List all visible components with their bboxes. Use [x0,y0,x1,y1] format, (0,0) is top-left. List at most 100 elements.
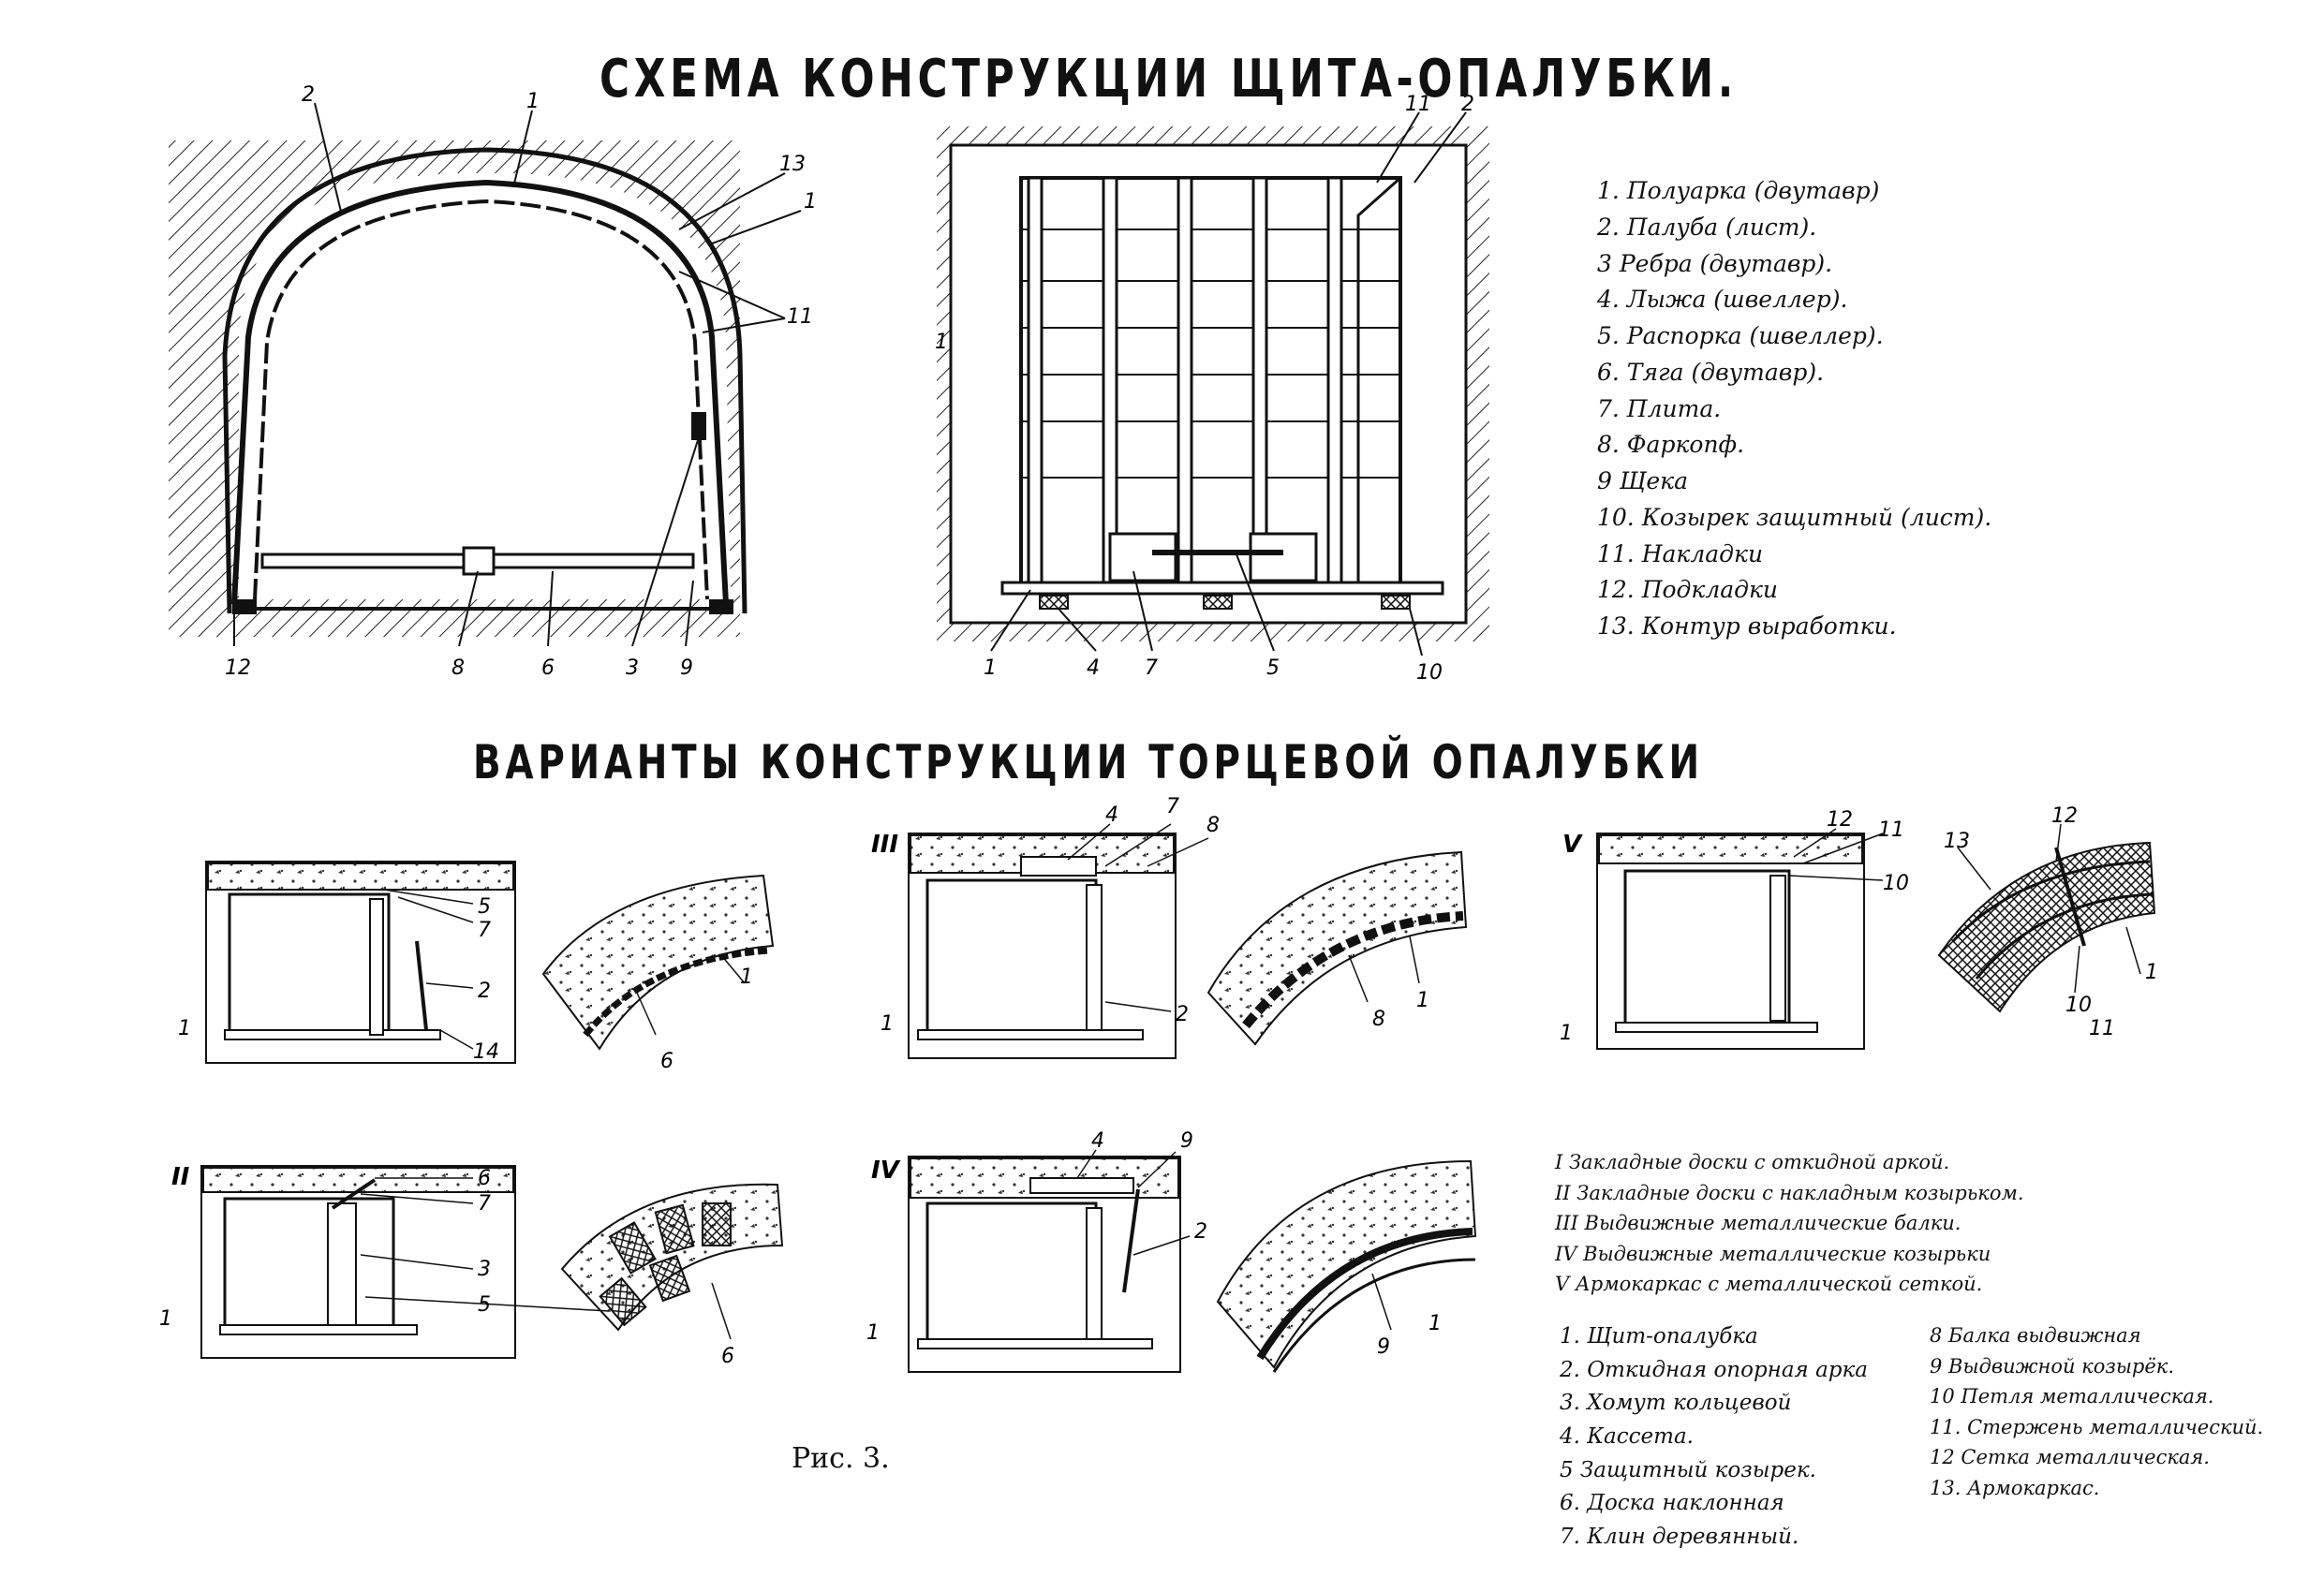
v2-numeral: II [171,1163,190,1191]
label-arch-1: 1 [526,90,540,113]
v3-label-1: 1 [881,1012,894,1036]
legend-part-item: 6. Доска наклонная [1560,1491,1784,1516]
excavation-contour [222,147,748,614]
legend-top-item: 5. Распорка (швеллер). [1597,322,1884,349]
label-panel-11: 11 [1405,93,1431,116]
legend-part-item: 5 Защитный козырек. [1560,1457,1816,1482]
legend-part-item: 10 Петля металлическая. [1930,1385,2214,1408]
v3-label-7: 7 [1166,795,1179,818]
panel-semi-arches [1027,176,1343,592]
v5-label-12: 12 [1827,808,1853,832]
v5-label-1b: 1 [2145,961,2158,984]
variant-5: V 12 11 10 1 12 13 1 10 11 [1560,804,2158,1050]
legend-part-item: 7. Клин деревянный. [1560,1524,1799,1549]
label-arch-2: 2 [302,83,315,107]
v1-arc [541,874,775,1051]
protective-visor [1356,176,1401,590]
rock-hatch-arch [169,140,740,637]
cheek-plate [691,412,706,440]
panel-leaders [990,111,1467,656]
legend-part-item: 2. Откидная опорная арка [1560,1357,1868,1382]
legend-part-item: 13. Армокаркас. [1930,1476,2100,1499]
base-plate [1000,581,1444,596]
legend-top-item: 10. Козырек защитный (лист). [1597,503,1992,531]
legend-top: 1. Полуарка (двутавр) 2. Палуба (лист). … [1597,173,1991,645]
label-panel-1a: 1 [935,331,948,354]
variant-3: III 4 7 8 2 1 8 1 [871,795,1468,1059]
arch-shell-inner [253,199,709,600]
label-arch-3: 3 [626,656,639,680]
legend-top-item: 8. Фаркопф. [1597,431,1745,459]
legend-top-item: 11. Накладки [1597,539,1764,568]
v4-label-2: 2 [1194,1220,1207,1244]
turnbuckle [462,546,496,576]
legend-parts-left: 1. Щит-опалубка 2. Откидная опорная арка… [1560,1320,1868,1554]
v1-label-6: 6 [660,1050,674,1073]
legend-part-item: 1. Щит-опалубка [1560,1324,1758,1349]
v5-label-11b: 11 [2089,1017,2115,1040]
label-arch-11: 11 [787,305,813,329]
legend-parts-right: 8 Балка выдвижная 9 Выдвижной козырёк. 1… [1930,1320,2263,1503]
v1-label-1b: 1 [740,966,753,989]
v2-label-5: 5 [478,1293,491,1317]
v1-lining [207,862,514,891]
shoe-left [232,599,257,614]
v3-label-8b: 8 [1372,1008,1385,1031]
panel-side-view: 11 2 1 1 4 7 5 10 [935,93,1489,685]
legend-top-item: 7. Плита. [1597,394,1722,422]
panel-sleds [1039,595,1411,610]
label-panel-7: 7 [1145,656,1158,680]
figure-caption: Рис. 3. [792,1442,890,1475]
legend-top-item: 12. Подкладки [1597,576,1779,604]
legend-top-item: 6. Тяга (двутавр). [1597,358,1825,386]
v3-label-4: 4 [1105,803,1118,827]
v4-label-9b: 9 [1377,1335,1390,1359]
label-arch-1b: 1 [804,190,817,214]
v3-numeral: III [871,831,898,859]
v1-label-2: 2 [478,980,491,1003]
label-arch-8: 8 [451,656,465,680]
v4-numeral: IV [871,1157,901,1185]
panel-plates [1108,532,1318,582]
label-panel-2: 2 [1461,93,1474,116]
legend-top-item: 3 Ребра (двутавр). [1597,249,1833,277]
v2-label-7: 7 [478,1192,491,1216]
variant-2: II 6 7 3 5 1 6 [159,1163,784,1368]
v3-label-1b: 1 [1416,989,1429,1012]
legend-part-item: 11. Стержень металлический. [1930,1415,2264,1438]
variant-4: IV 4 9 2 1 9 1 [866,1129,1477,1373]
legend-top-item: 1. Полуарка (двутавр) [1597,177,1880,204]
arch-leaders [233,102,802,647]
legend-part-item: 12 Сетка металлическая. [1930,1446,2210,1469]
label-panel-5: 5 [1266,656,1280,680]
legend-variants: I Закладные доски с откидной аркой. II З… [1555,1147,2024,1300]
v3-label-2: 2 [1176,1003,1189,1026]
v5-label-13: 13 [1944,830,1970,853]
v5-label-10b: 10 [2065,994,2092,1017]
v5-label-11: 11 [1878,818,1904,842]
legend-variant-item: I Закладные доски с откидной аркой. [1555,1151,1950,1173]
v5-label-10: 10 [1883,872,1909,895]
v1-label-14: 14 [473,1040,499,1064]
label-panel-10: 10 [1416,661,1443,685]
legend-part-item: 4. Кассета. [1560,1423,1694,1449]
legend-top-item: 13. Контур выработки. [1597,612,1897,640]
arch-cross-section: 2 1 13 1 11 12 8 6 3 9 [169,83,817,680]
legend-part-item: 3. Хомут кольцевой [1560,1391,1792,1416]
v4-label-9: 9 [1180,1129,1193,1153]
v2-label-1: 1 [159,1307,172,1331]
legend-variant-item: IV Выдвижные металлические козырьки [1555,1242,1991,1265]
legend-top-item: 9 Щека [1597,467,1689,494]
v1-label-7: 7 [478,919,491,942]
label-panel-4: 4 [1087,656,1100,680]
v5-numeral: V [1562,831,1583,859]
legend-variant-item: III Выдвижные металлические балки. [1555,1212,1961,1235]
v3-label-8: 8 [1206,814,1220,837]
v5-lining [1598,834,1863,864]
legend-variant-item: V Армокаркас с металлической сеткой. [1555,1273,1983,1296]
label-arch-9: 9 [680,656,693,680]
v4-label-1b: 1 [1428,1312,1442,1335]
v2-label-6b: 6 [721,1345,734,1368]
v4-label-1: 1 [866,1321,880,1345]
